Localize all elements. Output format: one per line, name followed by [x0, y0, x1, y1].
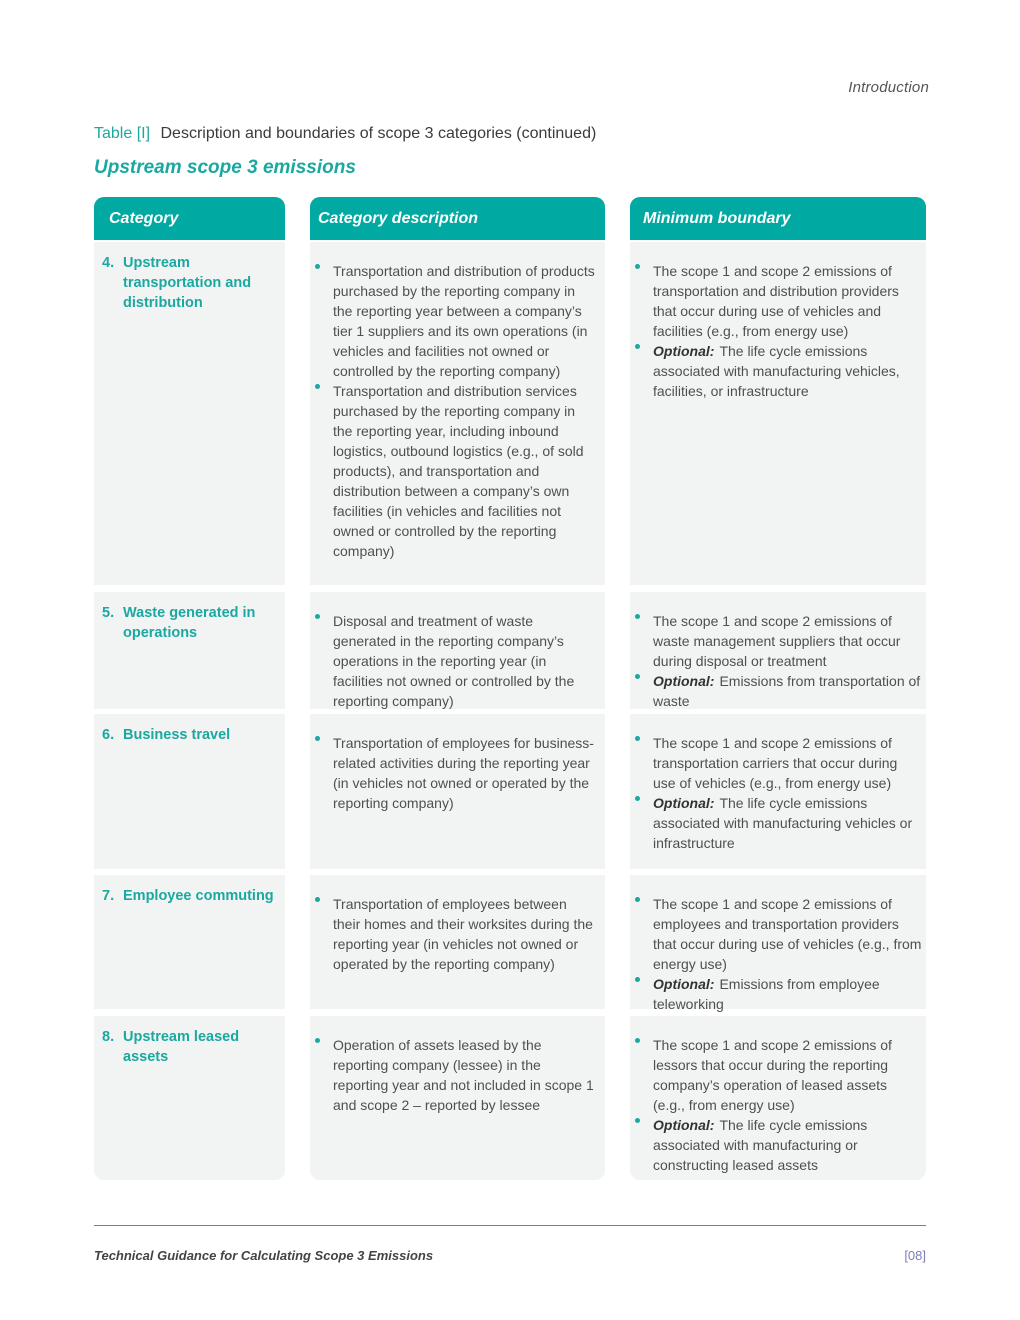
category-name: Employee commuting — [123, 888, 274, 904]
optional-text: Emissions from transportation of waste — [653, 673, 921, 709]
section-tag: Introduction — [848, 79, 929, 96]
category-cell: 8. Upstream leased assets — [94, 1016, 285, 1180]
table-title: Description and boundaries of scope 3 ca… — [160, 125, 597, 142]
description-cell: Transportation and distribution of produ… — [310, 242, 605, 585]
boundary-item: The scope 1 and scope 2 emissions of tra… — [630, 261, 922, 341]
optional-label: Optional: — [653, 1117, 715, 1133]
description-item: Transportation of employees between thei… — [310, 894, 595, 974]
category-number: 5. — [102, 605, 115, 621]
description-item: Transportation and distribution services… — [310, 381, 595, 561]
optional-label: Optional: — [653, 976, 715, 992]
optional-item: Optional:Emissions from employee telewor… — [630, 974, 922, 1014]
category-cell: 4. Upstream transportation and distributi… — [94, 242, 285, 585]
category-cell: 6. Business travel — [94, 714, 285, 869]
boundary-column: Minimum boundary The scope 1 and scope 2… — [630, 197, 926, 1180]
category-name: Business travel — [123, 727, 231, 743]
optional-item: Optional:The life cycle emissions associ… — [630, 341, 922, 401]
description-cell: Transportation of employees between thei… — [310, 875, 605, 1009]
optional-text: The life cycle emissions associated with… — [653, 1117, 868, 1173]
optional-text: The life cycle emissions associated with… — [653, 795, 913, 851]
optional-text: The life cycle emissions associated with… — [653, 343, 900, 399]
optional-item: Optional:The life cycle emissions associ… — [630, 1115, 922, 1175]
category-number: 4. — [102, 255, 115, 271]
category-name: Upstream transportation and distribution — [123, 255, 252, 311]
description-cell: Operation of assets leased by the report… — [310, 1016, 605, 1180]
boundary-item: The scope 1 and scope 2 emissions of emp… — [630, 894, 922, 974]
optional-label: Optional: — [653, 673, 715, 689]
category-column: Category 4. Upstream transportation and d… — [94, 197, 285, 1180]
boundary-cell: The scope 1 and scope 2 emissions of emp… — [630, 875, 926, 1012]
description-column: Category description Transportation and … — [310, 197, 605, 1180]
description-column-header: Category description — [310, 197, 605, 240]
category-number: 7. — [102, 888, 115, 904]
page-number: [08] — [904, 1248, 926, 1263]
category-name: Upstream leased assets — [123, 1029, 240, 1065]
category-column-header: Category — [94, 197, 285, 240]
boundary-item: The scope 1 and scope 2 emissions of was… — [630, 611, 922, 671]
boundary-column-header: Minimum boundary — [630, 197, 926, 240]
footer-divider — [94, 1225, 926, 1226]
description-cell: Transportation of employees for business… — [310, 714, 605, 869]
description-item: Operation of assets leased by the report… — [310, 1035, 595, 1115]
category-name: Waste generated in operations — [123, 605, 256, 641]
category-number: 8. — [102, 1029, 115, 1045]
description-item: Transportation of employees for business… — [310, 733, 595, 813]
optional-item: Optional:Emissions from transportation o… — [630, 671, 922, 711]
boundary-item: The scope 1 and scope 2 emissions of les… — [630, 1035, 922, 1115]
optional-label: Optional: — [653, 343, 715, 359]
category-number: 6. — [102, 727, 115, 743]
table-caption: Table [I] Description and boundaries of … — [94, 125, 596, 143]
category-cell: 7. Employee commuting — [94, 875, 285, 1009]
boundary-cell: The scope 1 and scope 2 emissions of les… — [630, 1016, 926, 1180]
footer-title: Technical Guidance for Calculating Scope… — [94, 1248, 434, 1263]
optional-text: Emissions from employee teleworking — [653, 976, 880, 1012]
boundary-item: The scope 1 and scope 2 emissions of tra… — [630, 733, 922, 793]
description-item: Disposal and treatment of waste generate… — [310, 611, 595, 711]
boundary-cell: The scope 1 and scope 2 emissions of was… — [630, 592, 926, 709]
category-cell: 5. Waste generated in operations — [94, 592, 285, 709]
description-cell: Disposal and treatment of waste generate… — [310, 592, 605, 709]
description-item: Transportation and distribution of produ… — [310, 261, 595, 381]
boundary-cell: The scope 1 and scope 2 emissions of tra… — [630, 242, 926, 585]
optional-item: Optional:The life cycle emissions associ… — [630, 793, 922, 853]
table-label: Table [I] — [94, 125, 151, 142]
optional-label: Optional: — [653, 795, 715, 811]
table-subtitle: Upstream scope 3 emissions — [94, 157, 356, 178]
boundary-cell: The scope 1 and scope 2 emissions of tra… — [630, 714, 926, 869]
